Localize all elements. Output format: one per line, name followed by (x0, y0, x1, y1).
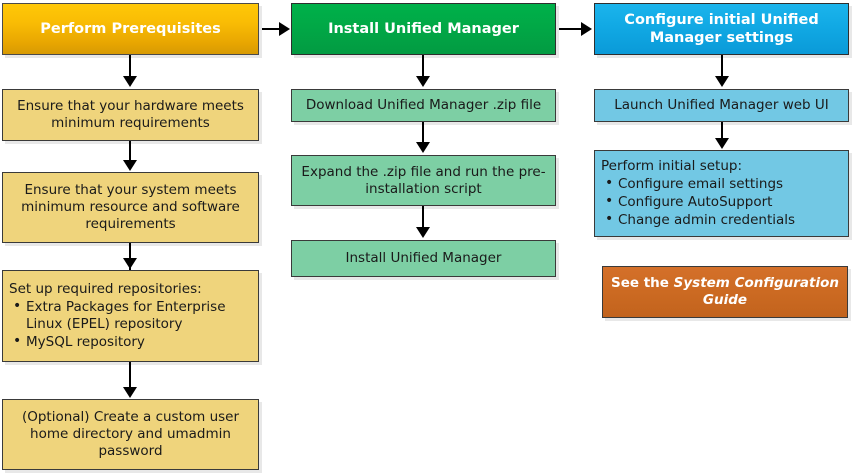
connector-line (422, 206, 424, 232)
connector-arrow-down-icon (715, 138, 729, 149)
note-prefix: See the (610, 275, 674, 291)
connector-arrow-down-icon (123, 160, 137, 171)
connector-arrow-down-icon (715, 76, 729, 87)
step-install-unified-manager[interactable]: Install Unified Manager (291, 240, 556, 277)
step-required-repositories-list: Extra Packages for Enterprise Linux (EPE… (9, 298, 254, 351)
step-expand-zip-run-script-label: Expand the .zip file and run the pre-ins… (301, 163, 546, 197)
stage-header-configure[interactable]: Configure initial Unified Manager settin… (594, 3, 849, 55)
connector-line (721, 55, 723, 79)
connector-line (262, 28, 284, 30)
list-item: Configure email settings (605, 175, 844, 193)
stage-header-install[interactable]: Install Unified Manager (291, 3, 556, 55)
connector-arrow-down-icon (416, 142, 430, 153)
step-download-zip[interactable]: Download Unified Manager .zip file (291, 89, 556, 122)
connector-arrow-right-icon (279, 22, 290, 36)
connector-line (129, 55, 131, 79)
step-optional-custom-user[interactable]: (Optional) Create a custom user home dir… (2, 399, 259, 470)
list-item: MySQL repository (13, 333, 254, 351)
step-required-repositories[interactable]: Set up required repositories: Extra Pack… (2, 270, 259, 362)
step-install-unified-manager-label: Install Unified Manager (345, 250, 502, 266)
connector-arrow-down-icon (123, 258, 137, 269)
step-optional-custom-user-label: (Optional) Create a custom user home dir… (21, 409, 240, 459)
connector-arrow-down-icon (123, 76, 137, 87)
step-download-zip-label: Download Unified Manager .zip file (305, 97, 542, 113)
step-hardware-requirements[interactable]: Ensure that your hardware meets minimum … (2, 89, 259, 141)
connector-line (559, 28, 585, 30)
list-item: Configure AutoSupport (605, 193, 844, 211)
step-required-repositories-lead: Set up required repositories: (9, 280, 202, 297)
step-launch-web-ui[interactable]: Launch Unified Manager web UI (594, 89, 849, 122)
step-perform-initial-setup[interactable]: Perform initial setup: Configure email s… (594, 150, 849, 237)
list-item: Change admin credentials (605, 211, 844, 229)
step-expand-zip-run-script[interactable]: Expand the .zip file and run the pre-ins… (291, 155, 556, 206)
note-see-system-configuration-guide[interactable]: See the System Configuration Guide (602, 266, 848, 318)
note-emphasis: System Configuration Guide (673, 275, 840, 308)
connector-line (129, 141, 131, 167)
note-see-system-configuration-guide-label: See the System Configuration Guide (603, 275, 847, 309)
connector-arrow-down-icon (416, 227, 430, 238)
step-launch-web-ui-label: Launch Unified Manager web UI (614, 97, 829, 113)
connector-arrow-down-icon (416, 76, 430, 87)
step-perform-initial-setup-list: Configure email settings Configure AutoS… (601, 175, 844, 229)
connector-line (721, 122, 723, 144)
connector-line (422, 55, 424, 79)
step-hardware-requirements-label: Ensure that your hardware meets minimum … (17, 98, 244, 131)
stage-header-install-label: Install Unified Manager (328, 20, 519, 37)
stage-header-prerequisites-label: Perform Prerequisites (40, 20, 221, 37)
step-system-resource-requirements[interactable]: Ensure that your system meets minimum re… (2, 172, 259, 243)
connector-arrow-down-icon (123, 387, 137, 398)
stage-header-prerequisites[interactable]: Perform Prerequisites (2, 3, 259, 55)
connector-line (129, 362, 131, 392)
step-perform-initial-setup-lead: Perform initial setup: (601, 157, 743, 174)
connector-line (129, 243, 131, 270)
list-item: Extra Packages for Enterprise Linux (EPE… (13, 298, 254, 333)
step-system-resource-requirements-label: Ensure that your system meets minimum re… (21, 182, 240, 232)
connector-arrow-right-icon (581, 22, 592, 36)
stage-header-configure-label: Configure initial Unified Manager settin… (624, 11, 819, 46)
connector-line (422, 122, 424, 146)
